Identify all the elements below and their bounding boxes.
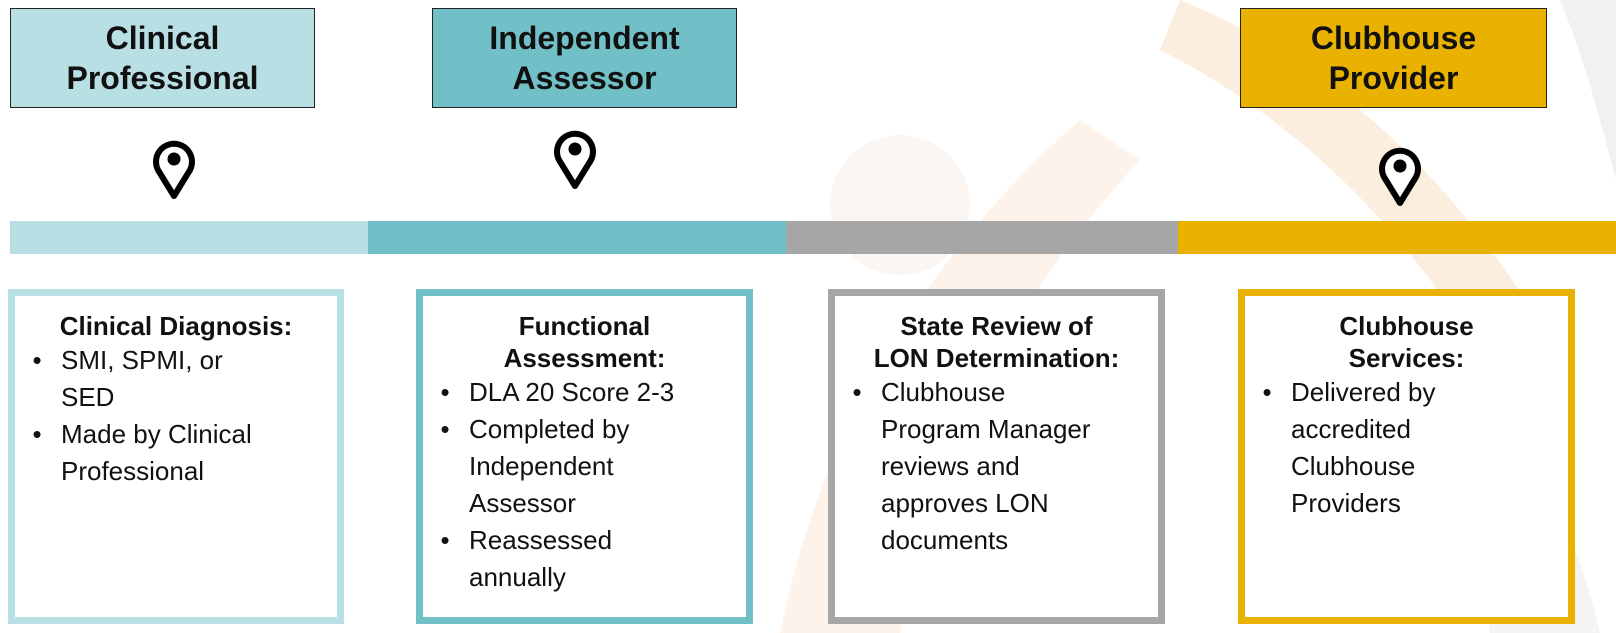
list-item: • DLA 20 Score 2-3 [435, 374, 734, 411]
card-clubhouse-services: Clubhouse Services: • Delivered by accred… [1238, 289, 1575, 624]
timeline-segment-2 [368, 221, 786, 254]
timeline-segment-3 [786, 221, 1178, 254]
card-title: Functional Assessment: [503, 311, 666, 373]
stage-label-clinical-professional: Clinical Professional [10, 8, 315, 108]
list-item-text: Delivered by accredited Clubhouse Provid… [1291, 377, 1436, 518]
card-title: State Review of LON Determination: [873, 311, 1120, 373]
bullet-icon: • [32, 345, 42, 375]
bullet-icon: • [32, 419, 42, 449]
list-item-text: Made by Clinical Professional [61, 419, 252, 486]
card-state-review: State Review of LON Determination: • Club… [828, 289, 1165, 624]
location-pin-icon [153, 140, 195, 199]
bullet-list: • DLA 20 Score 2-3 • Completed by Independ… [435, 374, 734, 596]
stage-label-clubhouse-provider: Clubhouse Provider [1240, 8, 1547, 108]
bullet-list: • Clubhouse Program Manager reviews and a… [847, 374, 1146, 559]
list-item-text: Completed by Independent Assessor [469, 414, 630, 518]
bullet-icon: • [440, 377, 450, 407]
list-item: • SMI, SPMI, or SED [27, 342, 325, 416]
bullet-icon: • [1262, 377, 1272, 407]
location-pin-icon [1379, 147, 1421, 206]
timeline-segment-4 [1178, 221, 1616, 254]
list-item-text: DLA 20 Score 2-3 [469, 377, 675, 407]
bullet-list: • Delivered by accredited Clubhouse Provi… [1257, 374, 1556, 522]
list-item: • Reassessed annually [435, 522, 734, 596]
list-item: • Completed by Independent Assessor [435, 411, 734, 522]
bullet-icon: • [440, 525, 450, 555]
list-item: • Delivered by accredited Clubhouse Provi… [1257, 374, 1556, 522]
list-item-text: Reassessed annually [469, 525, 613, 592]
timeline-segment-1 [10, 221, 368, 254]
list-item: • Made by Clinical Professional [27, 416, 325, 490]
location-pin-icon [554, 130, 596, 189]
list-item-text: SMI, SPMI, or SED [61, 345, 223, 412]
list-item-text: Clubhouse Program Manager reviews and ap… [881, 377, 1091, 555]
card-clinical-diagnosis: Clinical Diagnosis: • SMI, SPMI, or SED •… [8, 289, 344, 624]
bullet-icon: • [852, 377, 862, 407]
bullet-icon: • [440, 414, 450, 444]
stage-label-independent-assessor: Independent Assessor [432, 8, 737, 108]
card-functional-assessment: Functional Assessment: • DLA 20 Score 2-3… [416, 289, 753, 624]
list-item: • Clubhouse Program Manager reviews and a… [847, 374, 1146, 559]
card-title: Clinical Diagnosis: [59, 311, 293, 341]
bullet-list: • SMI, SPMI, or SED • Made by Clinical Pro… [27, 342, 325, 490]
card-title: Clubhouse Services: [1339, 311, 1474, 373]
